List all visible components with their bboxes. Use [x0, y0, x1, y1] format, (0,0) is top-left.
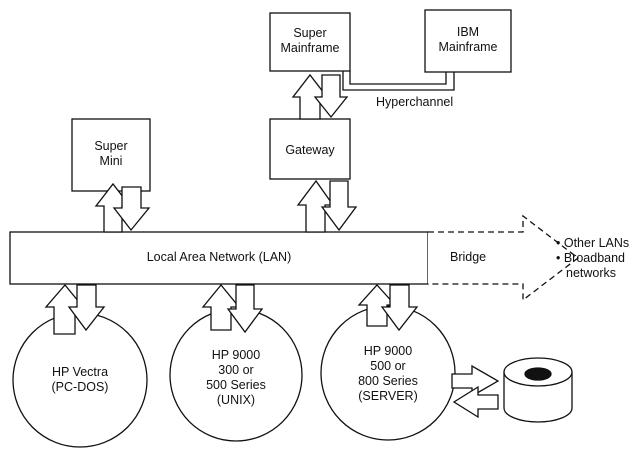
hp-9000-server-line4: (SERVER) — [358, 389, 418, 403]
hp-9000-server-line2: 500 or — [370, 359, 406, 373]
hp-9000-unix-line2: 300 or — [218, 363, 254, 377]
super-mainframe-line1: Super — [293, 26, 327, 40]
hp-9000-server-line1: HP 9000 — [363, 344, 413, 358]
vectra-up-arrow — [44, 283, 85, 335]
server-to-disk-arrow — [451, 364, 500, 398]
super-mini-line1: Super — [94, 139, 128, 153]
broadband-item: • Broadband — [556, 251, 626, 265]
mini-down-arrow — [112, 186, 151, 232]
bridge-label: Bridge — [450, 250, 487, 264]
hp-9000-server-label: HP 9000 500 or 800 Series (SERVER) — [321, 344, 455, 404]
hyperchannel-line-outer — [342, 71, 455, 91]
hp-9000-unix-line3: 500 Series — [206, 378, 266, 392]
mainframe-down-arrow — [313, 74, 349, 119]
lan-bar — [9, 231, 429, 285]
hp-9000-unix-line4: (UNIX) — [216, 393, 256, 407]
hp-9000-unix-line1: HP 9000 — [211, 348, 261, 362]
unix-up-arrow — [201, 283, 241, 331]
unix-down-arrow — [226, 284, 264, 334]
gateway-down-arrow — [320, 180, 358, 232]
disk-to-server-arrow — [452, 385, 499, 419]
super-mainframe-label: Super Mainframe — [270, 26, 350, 56]
hyperchannel-label: Hyperchannel — [376, 95, 454, 109]
networks-item: networks — [566, 266, 617, 280]
ibm-mainframe-line1: IBM — [456, 25, 480, 39]
super-mainframe-box — [269, 12, 351, 72]
super-mini-box — [71, 118, 151, 192]
hp-vectra-line1: HP Vectra — [51, 365, 109, 379]
gateway-box — [269, 118, 351, 180]
hp-vectra-label: HP Vectra (PC-DOS) — [13, 365, 147, 395]
vectra-down-arrow — [67, 284, 106, 332]
ibm-mainframe-box — [424, 9, 512, 73]
hp-9000-server-circle — [320, 305, 456, 441]
gateway-up-arrow — [296, 179, 335, 233]
super-mainframe-line2: Mainframe — [280, 41, 340, 55]
hp-9000-server-line3: 800 Series — [358, 374, 418, 388]
other-lans-item: • Other LANs — [556, 236, 630, 250]
bridge-arrow — [428, 214, 580, 302]
super-mini-label: Super Mini — [72, 139, 150, 169]
server-down-arrow — [380, 284, 419, 332]
hyperchannel-line-inner — [349, 71, 447, 85]
disk-drive-icon — [503, 357, 573, 423]
super-mini-line2: Mini — [99, 154, 123, 168]
other-networks-list: • Other LANs • Broadband networks — [556, 236, 629, 281]
server-up-arrow — [357, 284, 397, 327]
mainframe-up-arrow — [291, 73, 329, 120]
hp-9000-unix-label: HP 9000 300 or 500 Series (UNIX) — [170, 348, 302, 408]
lan-label: Local Area Network (LAN) — [146, 250, 292, 264]
hp-vectra-line2: (PC-DOS) — [51, 380, 109, 394]
gateway-label: Gateway — [285, 143, 335, 157]
ibm-mainframe-label: IBM Mainframe — [425, 25, 511, 55]
ibm-mainframe-line2: Mainframe — [438, 40, 498, 54]
